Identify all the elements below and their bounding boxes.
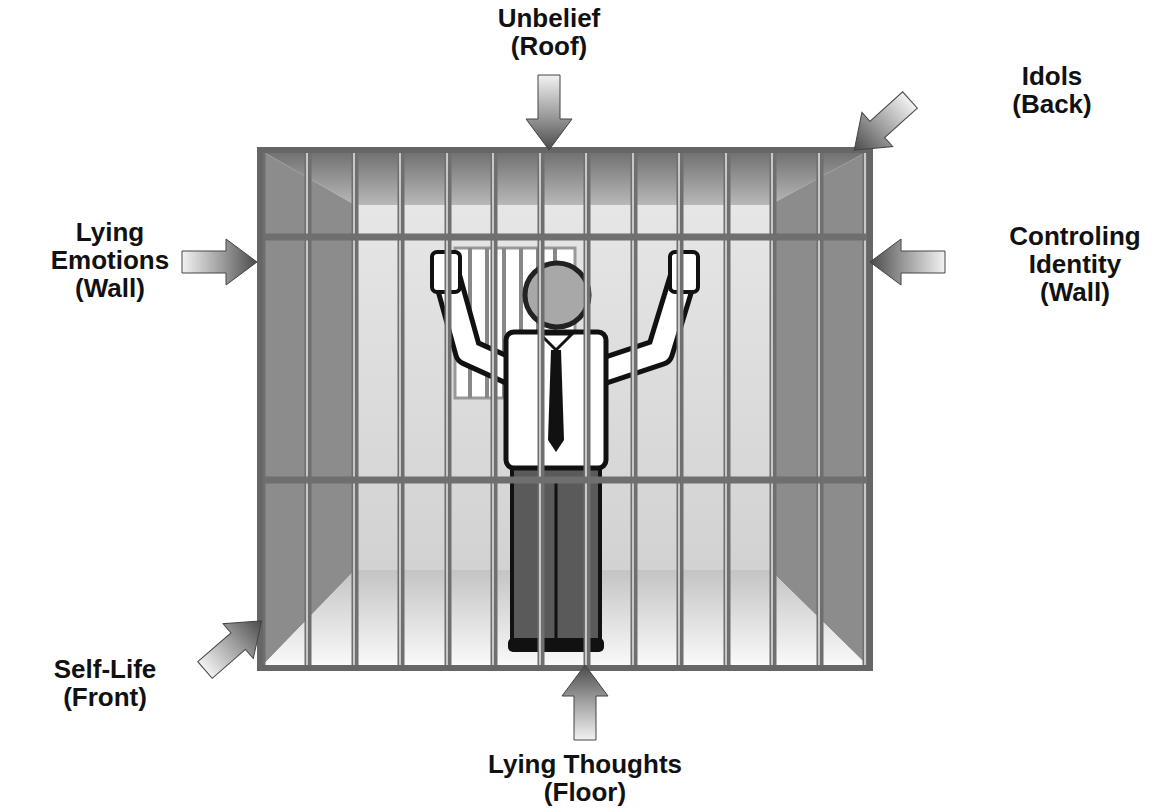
block-arrow [182, 239, 257, 285]
cell-part-label: Lying Thoughts (Floor) [465, 750, 705, 806]
block-arrow [526, 75, 572, 150]
cell-part-label: Unbelief (Roof) [484, 4, 614, 60]
block-arrow [190, 603, 277, 687]
cell-part-label: Lying Emotions (Wall) [35, 218, 185, 302]
prisoner-figure [432, 252, 698, 652]
cell-bars [260, 150, 870, 668]
block-arrow [562, 665, 608, 740]
cell-part-label: Idols (Back) [1002, 62, 1102, 118]
cell-part-label: Controling Identity (Wall) [1000, 222, 1150, 306]
block-arrow [870, 239, 945, 285]
cell-part-label: Self-Life (Front) [35, 655, 175, 711]
block-arrow [839, 83, 926, 167]
